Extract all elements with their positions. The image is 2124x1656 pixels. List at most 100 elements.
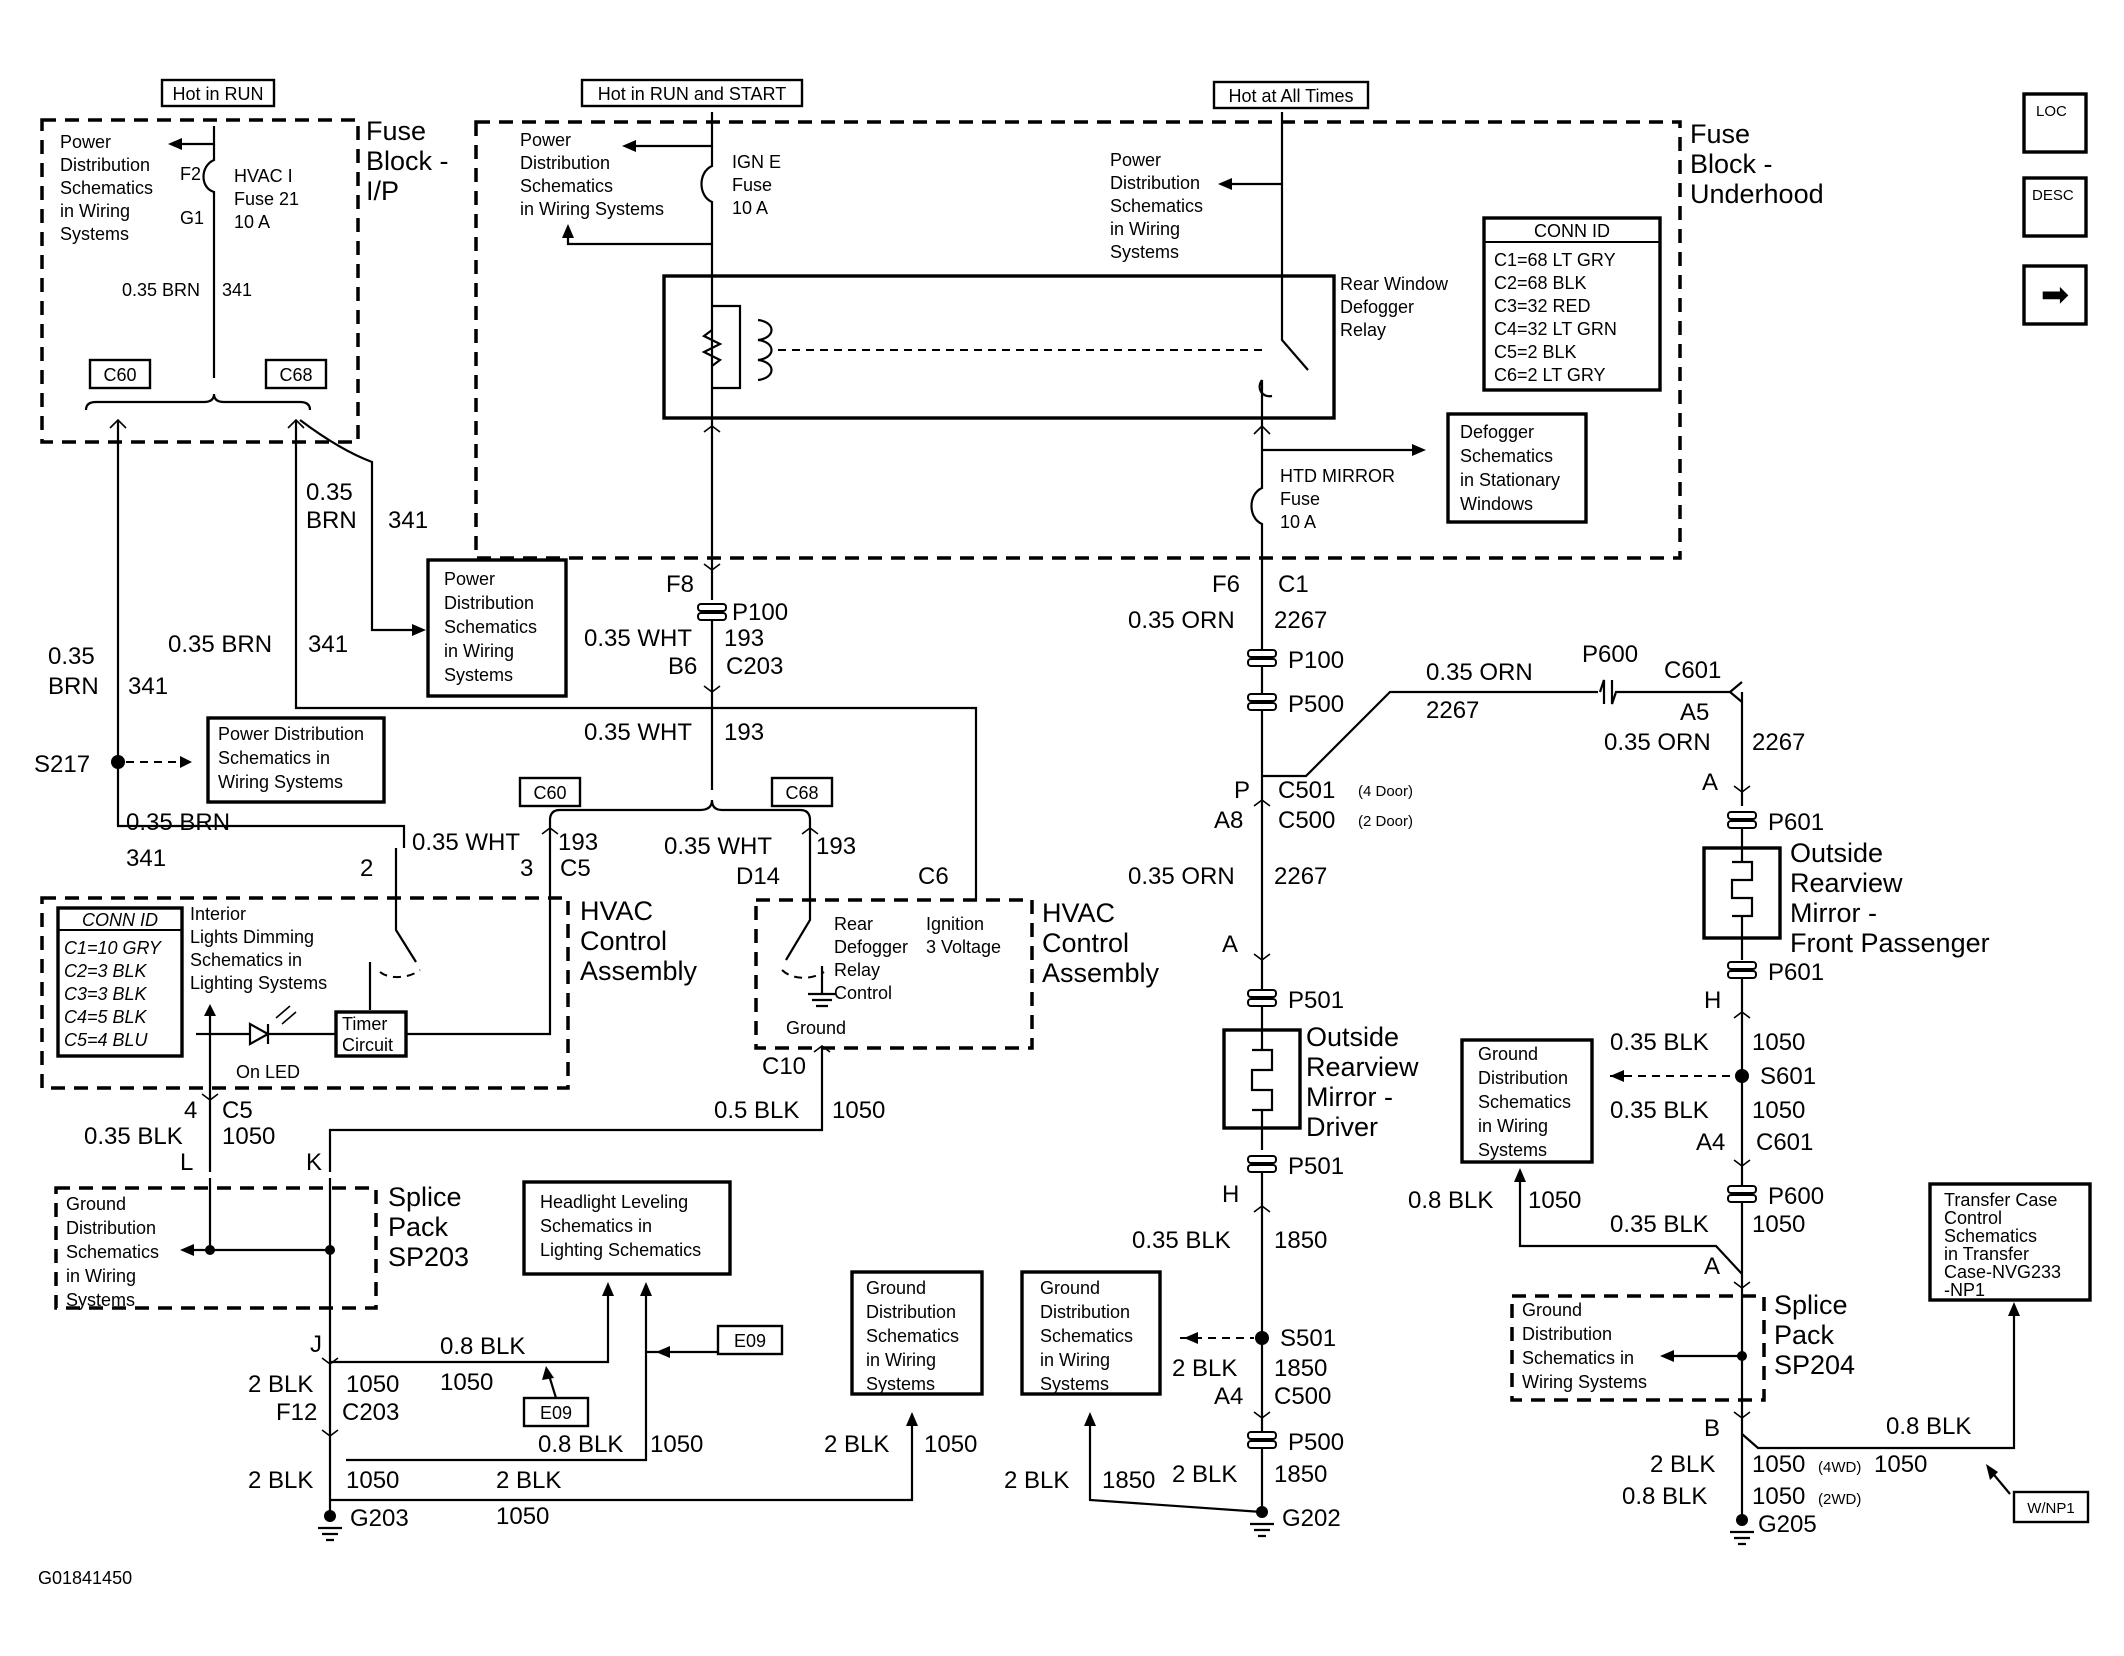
splice-pack-sp203-label: Splice Pack SP203	[388, 1182, 469, 1272]
wire-label: 0.35 ORN	[1604, 729, 1711, 756]
connector-icon	[1253, 424, 1271, 435]
ground-icon	[808, 992, 836, 1008]
wire-label: 0.35 WHT	[664, 833, 772, 860]
wire-label: 0.5 BLK	[714, 1097, 799, 1124]
wire-label-035-brn: 0.35 BRN	[306, 479, 359, 534]
w-np1-label: W/NP1	[2012, 1490, 2090, 1524]
arrow-icon	[1660, 1350, 1674, 1362]
next-arrow-button[interactable]: ➡	[2022, 264, 2088, 326]
wire-label: 0.35 BLK	[84, 1123, 183, 1150]
hvac-control-assembly-left	[40, 896, 570, 1090]
connector-c68-mid: C68	[770, 776, 834, 808]
svg-text:Defogger Schematics: Defogger Schematics in Stationary Window…	[1460, 422, 1565, 514]
wire-2267-pass	[1262, 690, 1598, 778]
svg-text:Headlight Leveling Schem: Headlight Leveling Schematics in Lightin…	[540, 1192, 701, 1260]
wire-label-035-brn-left: 0.35 BRN	[48, 643, 101, 700]
conn-id-underhood-table: CONN ID C1=68 LT GRY C2=68 BLK C3=32 RED…	[1482, 216, 1662, 392]
connector-icon	[541, 827, 559, 835]
svg-text:P601: P601	[1768, 959, 1824, 986]
pin-b6: B6	[668, 653, 697, 680]
svg-text:P500: P500	[1288, 691, 1344, 718]
circuit-number: 1050	[1752, 1097, 1805, 1124]
fuse-block-ip-label: Fuse Block - I/P	[366, 116, 456, 206]
wire-label: 0.35 WHT	[584, 625, 692, 652]
circuit-number: 1050	[924, 1431, 977, 1458]
splice-s217	[111, 755, 125, 769]
arrow-icon	[1184, 1332, 1198, 1344]
wire-label: 0.35 ORN	[1128, 607, 1235, 634]
connector-p600-bottom: P600	[1727, 1183, 1824, 1210]
pin-a4: A4	[1696, 1129, 1725, 1156]
ignition-3-voltage-label: Ignition 3 Voltage	[926, 914, 1001, 957]
connector-icon	[703, 563, 721, 571]
connector-icon	[813, 1045, 831, 1053]
wire-label: 0.35 BRN	[168, 631, 272, 658]
defogger-schem-box: Defogger Schematics in Stationary Window…	[1446, 412, 1588, 524]
pin-d14: D14	[736, 863, 780, 890]
desc-button[interactable]: DESC	[2022, 176, 2088, 238]
pd-schem-ip-note: Power Distribution Schematics in Wiring …	[60, 132, 158, 244]
wire-label: 0.8 BLK	[440, 1333, 525, 1360]
ground-label: Ground	[786, 1018, 846, 1038]
wire-08blk	[1518, 1176, 1743, 1275]
gd-schem-box-s601: Ground Distribution Schematics in Wiring…	[1460, 1038, 1594, 1164]
wire-ip-pd	[178, 126, 216, 146]
ground-point	[324, 1510, 336, 1522]
wire-label: 0.35 BLK	[1610, 1097, 1709, 1124]
pin-a5: A5	[1680, 699, 1709, 726]
connector-c1: C1	[1278, 571, 1309, 598]
splice-pack-sp204-boundary	[1510, 1294, 1766, 1402]
circuit-number: 1050	[650, 1431, 703, 1458]
connector-c500: C500	[1278, 807, 1335, 834]
connector-c10: C10	[762, 1053, 806, 1080]
circuit-number: 341	[126, 845, 166, 872]
connector-icon	[1253, 1411, 1271, 1419]
relay-switch	[1280, 276, 1309, 371]
svg-text:CONN ID: CONN ID	[82, 910, 158, 930]
svg-text:LOC: LOC	[2036, 103, 2067, 120]
wire-label: 0.35 BRN	[126, 809, 230, 836]
svg-text:P100: P100	[1288, 647, 1344, 674]
connector-c6: C6	[918, 863, 949, 890]
p600-connector-icon	[1598, 679, 1743, 705]
wire-headlight-1	[330, 1290, 610, 1364]
svg-text:C1=10 GRY C2=3 BLK: C1=10 GRY C2=3 BLK C3=3 BLK C4=5 BLK C5=…	[64, 938, 166, 1050]
splice-label: S217	[34, 751, 90, 778]
wire	[406, 900, 552, 1036]
connector-icon	[1253, 1205, 1271, 1213]
connector-c60-mid: C60	[518, 776, 582, 808]
wire-label: 2 BLK	[1172, 1461, 1237, 1488]
svg-text:C60: C60	[103, 365, 136, 385]
loc-button[interactable]: LOC	[2022, 92, 2088, 154]
connector-e09-right: E09	[716, 1324, 784, 1356]
circuit-number: 1050	[1752, 1029, 1805, 1056]
splice-pack-sp203-boundary	[54, 1186, 378, 1310]
pin-l: L	[180, 1149, 193, 1176]
pin-a: A	[1222, 931, 1238, 958]
svg-text:P100: P100	[732, 599, 788, 626]
circuit-number: 1050	[1752, 1451, 1805, 1478]
connector-brace	[548, 799, 812, 826]
fuse-block-underhood-label: Fuse Block - Underhood	[1690, 119, 1824, 209]
connector-p500-bottom: P500	[1247, 1429, 1344, 1456]
connector-e09-left: E09	[522, 1396, 590, 1428]
fuse-pin-g1: G1	[180, 208, 204, 228]
relay-coil-bracket	[712, 304, 742, 390]
pin-h: H	[1222, 1181, 1239, 1208]
wire-label: 0.35 ORN	[1128, 863, 1235, 890]
connector-c601: C601	[1756, 1129, 1813, 1156]
arrow-icon	[562, 224, 574, 238]
fuse-pin-f2: F2	[180, 164, 201, 184]
svg-text:Power Distribution Schem: Power Distribution Schematics in Wiring …	[218, 724, 369, 792]
connector-c203: C203	[342, 1399, 399, 1426]
4wd-note: (4WD)	[1818, 1459, 1861, 1476]
svg-text:W/NP1: W/NP1	[2027, 1500, 2075, 1517]
ground-g203: G203	[350, 1505, 409, 1532]
svg-text:Transfer Case Control: Transfer Case Control Schematics in Tran…	[1944, 1190, 2066, 1300]
circuit-number: 1050	[346, 1371, 399, 1398]
svg-text:E09: E09	[540, 1403, 572, 1423]
splice-s601	[1735, 1069, 1749, 1083]
wire-label: 2 BLK	[1004, 1467, 1069, 1494]
pd-schem-box-s217: Power Distribution Schematics in Wiring …	[206, 716, 386, 804]
switch-link	[781, 969, 825, 979]
